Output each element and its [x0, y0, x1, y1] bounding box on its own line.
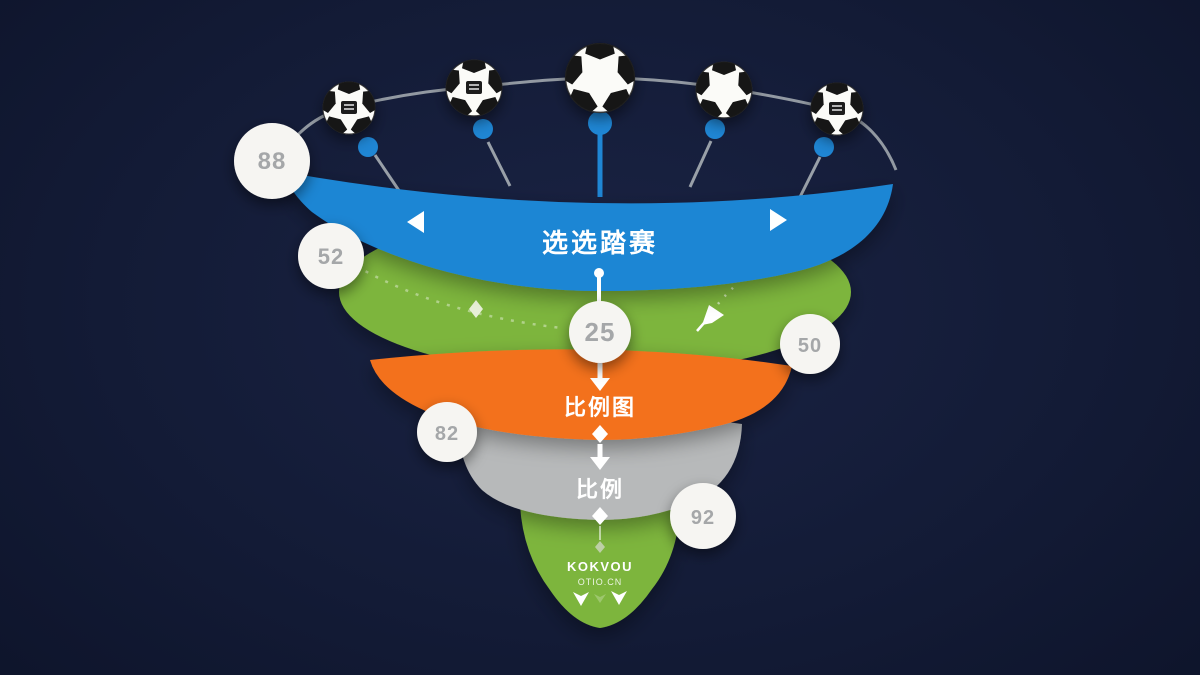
down-arrow-1-head — [590, 378, 610, 391]
badge-right-value: 50 — [798, 335, 822, 357]
connector-line-4 — [688, 140, 713, 188]
tip-down-arrow-right — [611, 591, 627, 605]
ball-2-logo — [466, 81, 482, 94]
soccer-ball-5-icon — [806, 80, 868, 139]
right-triangle-icon — [770, 209, 787, 231]
stage-3-label: 比例图 — [564, 395, 636, 420]
funnel-stage-3 — [370, 349, 792, 440]
left-triangle-icon — [407, 211, 424, 233]
badge-lower-left-value: 82 — [435, 423, 459, 445]
down-arrow-2-head — [590, 457, 610, 470]
badge-lower-right: 92 — [670, 483, 736, 549]
node-dot-1 — [358, 137, 378, 157]
soccer-ball-2-icon — [441, 57, 508, 120]
tip-down-arrow-left — [573, 592, 589, 606]
badge-center-value: 25 — [585, 317, 616, 347]
badge-top-left: 88 — [234, 123, 310, 199]
badge-top-left-value: 88 — [258, 148, 287, 175]
stage-5-sublabel: OTIO.CN — [578, 577, 623, 587]
badge-right: 50 — [780, 314, 840, 374]
tip-down-arrow-mid — [594, 594, 606, 603]
pushpin-icon — [696, 305, 724, 332]
stage-4-label: 比例 — [576, 477, 624, 502]
diamond-icon-3 — [595, 541, 605, 553]
diamond-icon-1 — [592, 425, 608, 443]
funnel-stage-1 — [284, 172, 893, 291]
stage-1-label: 选选踏赛 — [542, 228, 658, 258]
badge-lower-left: 82 — [417, 402, 477, 462]
node-dot-4 — [705, 119, 725, 139]
badge-upper-left: 52 — [298, 223, 364, 289]
soccer-ball-4-icon — [691, 59, 758, 122]
dashed-trail-left — [355, 264, 563, 330]
node-dot-5 — [814, 137, 834, 157]
connector-line-2 — [486, 141, 512, 187]
diamond-marker-left — [469, 300, 483, 318]
badge-lower-right-value: 92 — [691, 507, 715, 529]
diamond-icon-2 — [592, 507, 608, 525]
stem-dot — [594, 268, 604, 278]
funnel-stage-5 — [520, 497, 680, 628]
soccer-ball-3-icon — [559, 40, 641, 118]
soccer-ball-1-icon — [318, 79, 380, 138]
connector-line-5 — [797, 156, 822, 200]
ball-1-logo — [341, 101, 357, 114]
node-dot-2 — [473, 119, 493, 139]
ball-5-logo — [829, 102, 845, 115]
badge-upper-left-value: 52 — [318, 244, 344, 269]
badge-center: 25 — [569, 301, 631, 363]
node-dot-3 — [588, 111, 612, 135]
stage-5-label: KOKVOU — [567, 559, 633, 574]
